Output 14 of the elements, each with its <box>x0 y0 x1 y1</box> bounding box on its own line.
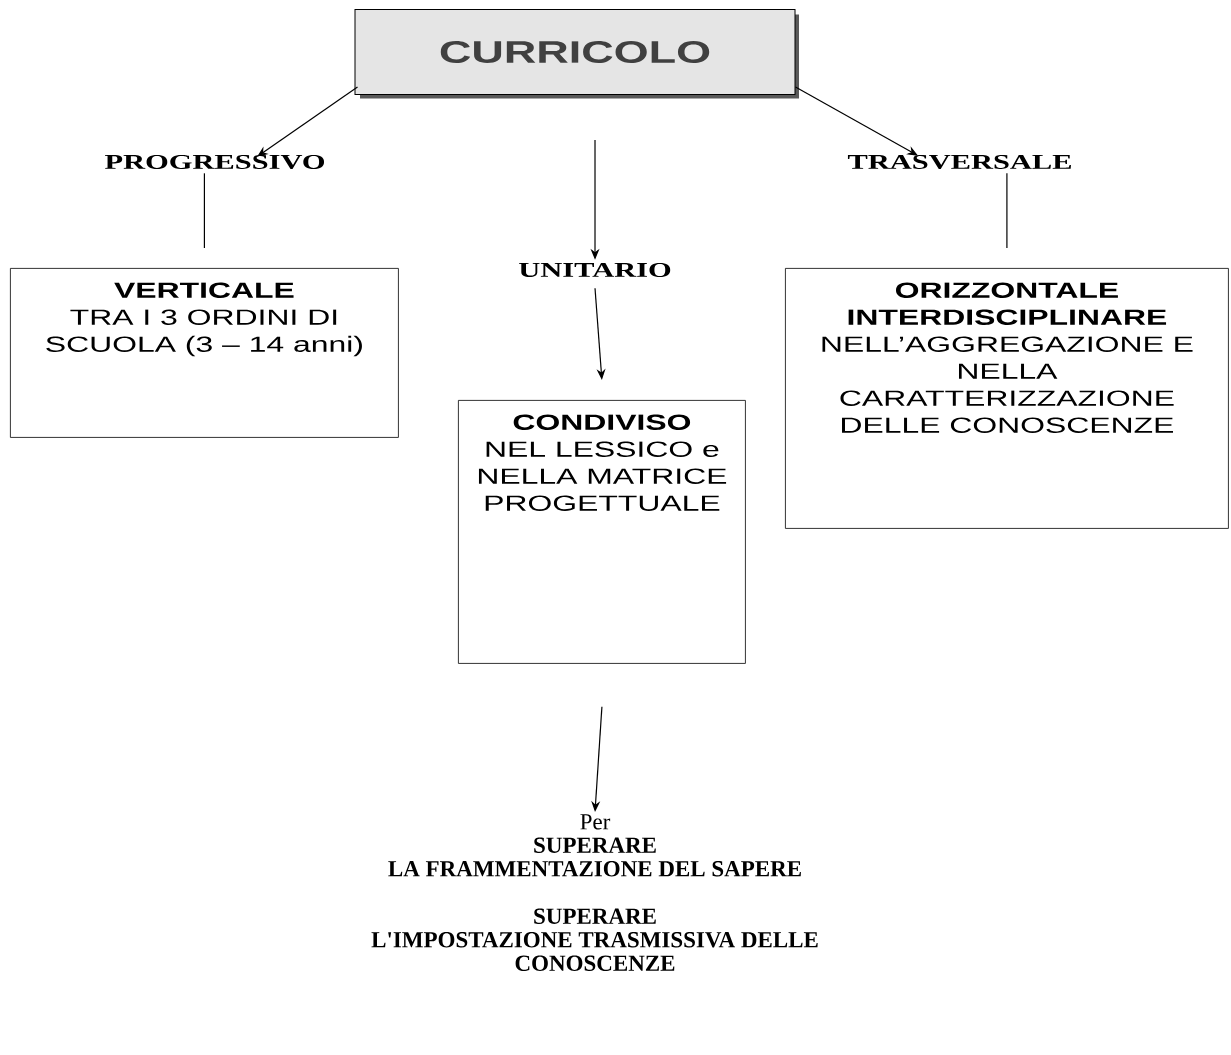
text-box: VERTICALE TRA I 3 ORDINI DI SCUOLA (3 – 14 anni) <box>10 268 399 438</box>
arrow <box>794 86 918 156</box>
category-label: UNITARIO <box>519 262 671 278</box>
category-label: TRASVERSALE <box>847 154 1071 170</box>
text-box: CONDIVISO NEL LESSICO e NELLA MATRICE PROGETTUALE <box>458 400 746 664</box>
arrow <box>594 287 606 380</box>
title-box: CURRICOLO <box>354 9 799 99</box>
connector-line <box>203 172 205 249</box>
arrow <box>257 86 359 157</box>
text-box: ORIZZONTALE INTERDISCIPLINARE NELL’AGGREGAZIONE E NELLA CARATTERIZZAZIONE DELLE CONOSCENZE <box>785 268 1229 529</box>
conclusion-text: Per SUPERARE LA FRAMMENTAZIONE DEL SAPERE SUPERARE L'IMPOSTAZIONE TRASMISSIVA DELLE CONOSCENZE <box>371 814 818 971</box>
category-label: PROGRESSIVO <box>105 154 325 170</box>
arrow <box>591 706 603 812</box>
connector-line <box>1006 172 1008 249</box>
